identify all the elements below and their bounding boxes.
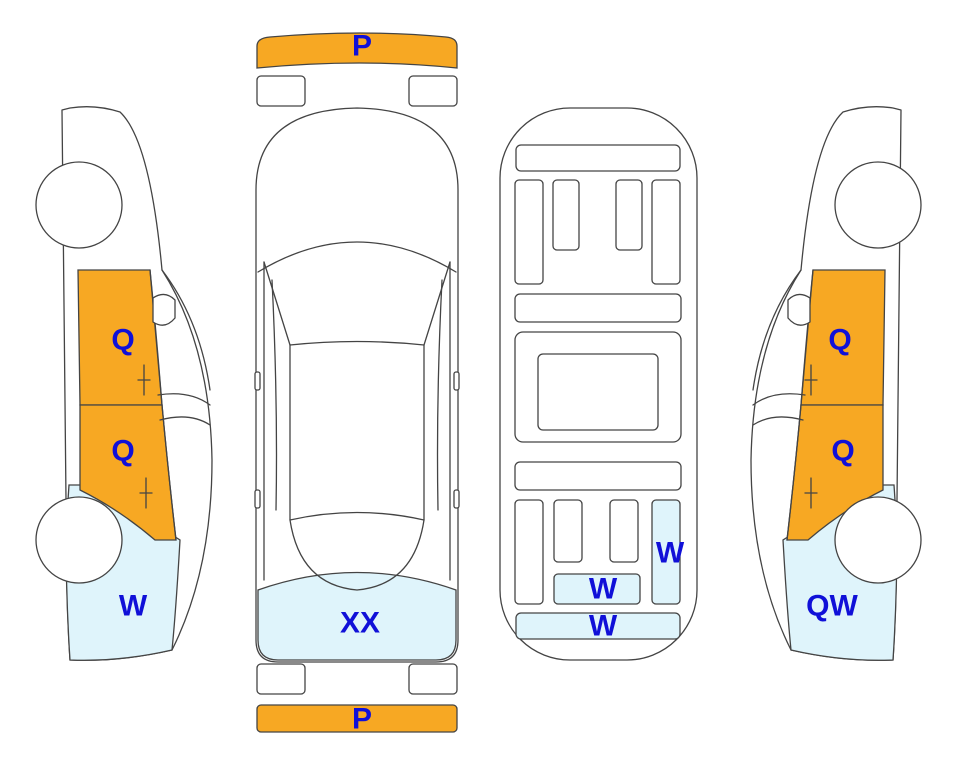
left-rear-wheel [35, 496, 123, 584]
floor-rear-sill[interactable] [515, 612, 681, 640]
rear-bumper[interactable]: P [256, 703, 458, 736]
rear-hood-area[interactable] [257, 571, 457, 661]
front-left-lamp [256, 75, 306, 107]
floor-rear-sill-label: W [589, 610, 618, 643]
left-front-wheel [35, 161, 123, 249]
floor-rear-box-label: W [589, 573, 618, 606]
car-top-view: XX [254, 107, 460, 663]
car-underbody-view: W W W [499, 107, 698, 661]
right-rear-wheel [834, 496, 922, 584]
rear-hood-label: XX [340, 607, 380, 640]
car-right-side-view: QW Q Q [750, 106, 922, 661]
right-front-wheel [834, 161, 922, 249]
floor-rear-box[interactable] [553, 573, 641, 605]
floor-right-side-label: W [656, 537, 685, 570]
front-right-lamp [408, 75, 458, 107]
rear-right-lamp [408, 663, 458, 695]
front-bumper-label: P [352, 30, 372, 63]
left-front-door-label: Q [111, 324, 134, 357]
left-rear-door-label: Q [111, 435, 134, 468]
right-rear-quarter-label: QW [806, 590, 858, 623]
right-rear-door-label: Q [831, 435, 854, 468]
front-bumper[interactable]: P [256, 30, 458, 69]
right-front-door-label: Q [828, 324, 851, 357]
rear-bumper-label: P [352, 703, 372, 736]
car-left-side-view: W Q Q [35, 106, 213, 661]
floor-right-side[interactable] [651, 499, 681, 605]
rear-left-lamp [256, 663, 306, 695]
left-rear-quarter-label: W [119, 590, 148, 623]
